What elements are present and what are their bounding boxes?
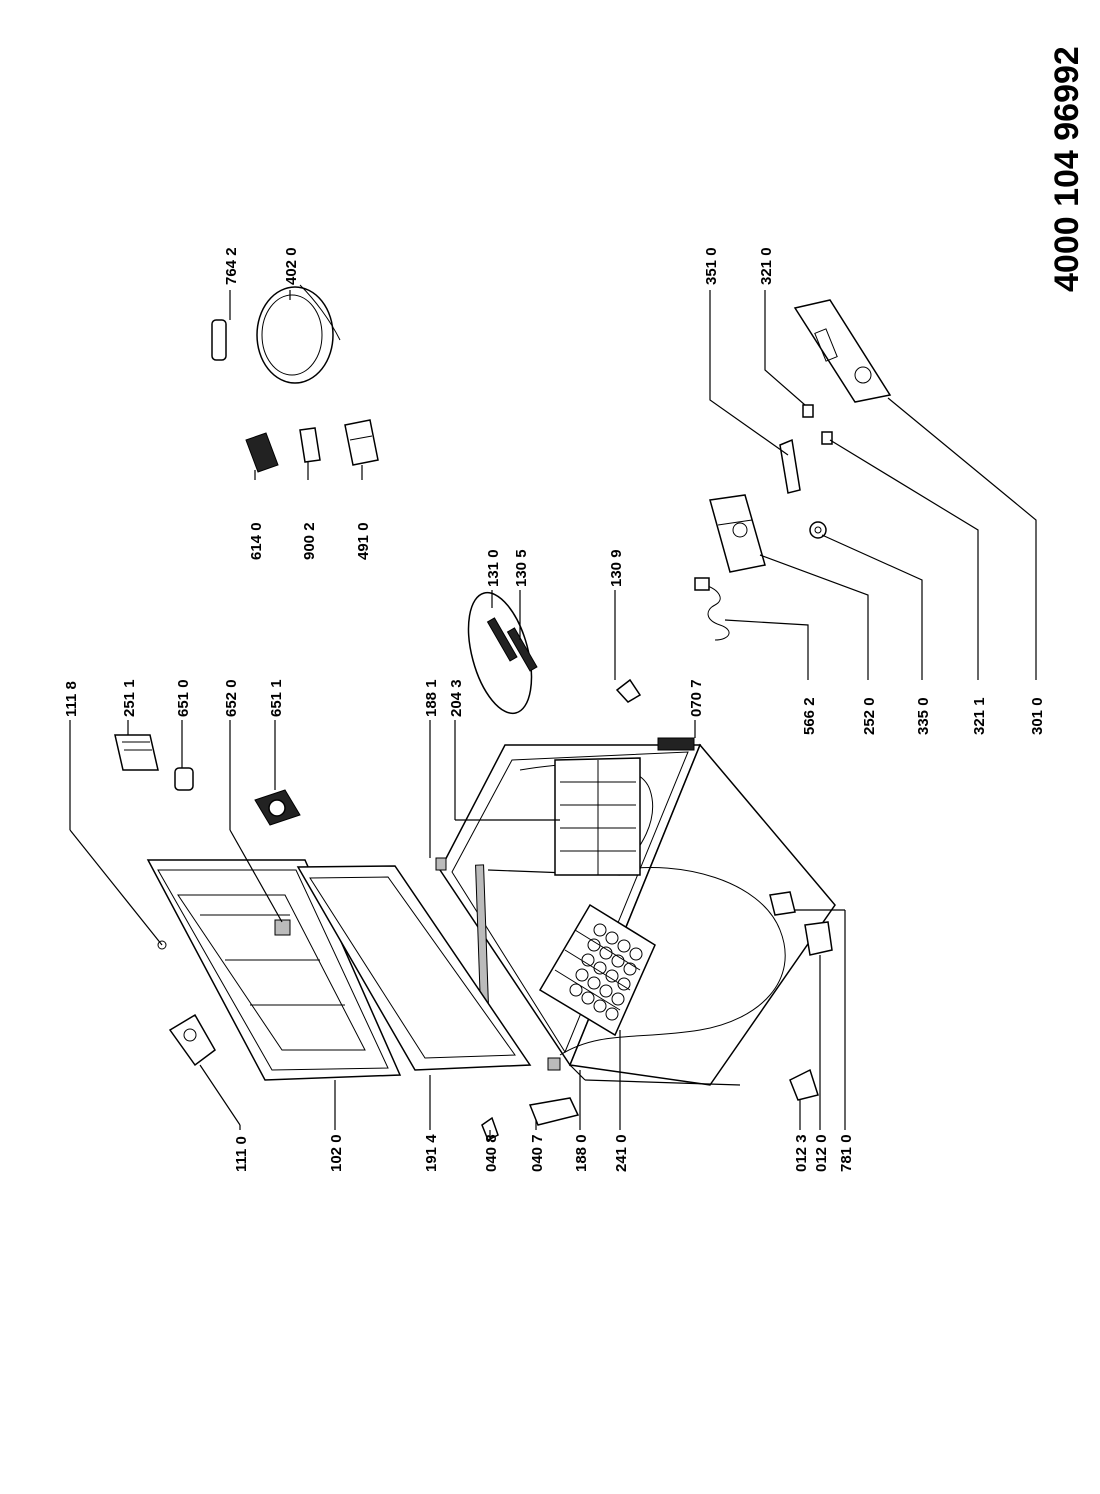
label-2511: 251 1 [121,679,138,717]
relay-6140 [245,432,279,473]
label-5662: 566 2 [801,697,818,735]
label-3510: 351 0 [703,247,720,285]
clip-part-0408 [481,1116,499,1142]
label-2410: 241 0 [613,1134,630,1172]
divider-compartment [554,757,641,876]
label-1020: 102 0 [328,1134,345,1172]
label-2043: 204 3 [448,679,465,717]
hinge-part [168,1013,216,1067]
compressor-4020 [256,284,341,384]
label-0407: 040 7 [529,1134,546,1172]
evaporator-disc [467,591,538,715]
label-0123: 012 3 [793,1134,810,1172]
box-4910 [344,419,379,466]
label-6511: 651 1 [268,679,285,717]
label-1310: 131 0 [485,549,502,587]
knob-3350 [809,521,827,539]
lamp-3510 [779,438,801,494]
spring-5662 [694,577,730,641]
label-7642: 764 2 [223,247,240,285]
leader-lines [69,290,1037,1140]
label-0408: 040 8 [483,1134,500,1172]
button-3211 [821,431,833,445]
label-3210: 321 0 [758,247,775,285]
wire-basket [538,903,656,1037]
label-4910: 491 0 [355,522,372,560]
part-labels: 111 0 102 0 191 4 040 8 040 7 188 0 241 … [63,247,1046,1172]
clip-part-1309 [615,678,642,703]
label-3350: 335 0 [915,697,932,735]
label-6140: 614 0 [248,522,265,560]
label-1118: 111 8 [63,681,80,717]
label-1110: 111 0 [233,1136,250,1172]
lamp-part-6510 [174,767,194,791]
thermostat-box-2520 [709,494,766,573]
capacitor-9002 [299,427,321,463]
lid-frame [296,865,532,1071]
label-3010: 301 0 [1029,697,1046,735]
label-3211: 321 1 [971,697,988,735]
bracket-part-0120 [769,891,833,956]
vent-grille-0707 [657,737,695,751]
label-1305: 130 5 [513,549,530,587]
label-0707: 070 7 [688,679,705,717]
label-4020: 402 0 [283,247,300,285]
handle-part-0407 [528,1097,580,1126]
button-3210 [802,404,814,418]
document-number: 4000 104 96992 [1048,46,1086,292]
small-plug [157,940,167,950]
filter-7642 [211,319,227,361]
lid-panel [146,859,402,1081]
control-panel-3010 [793,299,892,403]
label-1309: 130 9 [608,549,625,587]
latch-part-1881 [435,857,447,871]
label-7810: 781 0 [838,1134,855,1172]
cover-part-2511 [114,734,159,771]
fan-part-6511 [254,789,301,826]
label-6510: 651 0 [175,679,192,717]
label-6520: 652 0 [223,679,240,717]
label-1914: 191 4 [423,1134,440,1172]
label-0120: 012 0 [813,1134,830,1172]
bracket-part-0123 [789,1068,819,1101]
foot-part-1880 [547,1057,561,1071]
label-1881: 188 1 [423,679,440,717]
label-9002: 900 2 [301,522,318,560]
label-1880: 188 0 [573,1134,590,1172]
label-2520: 252 0 [861,697,878,735]
